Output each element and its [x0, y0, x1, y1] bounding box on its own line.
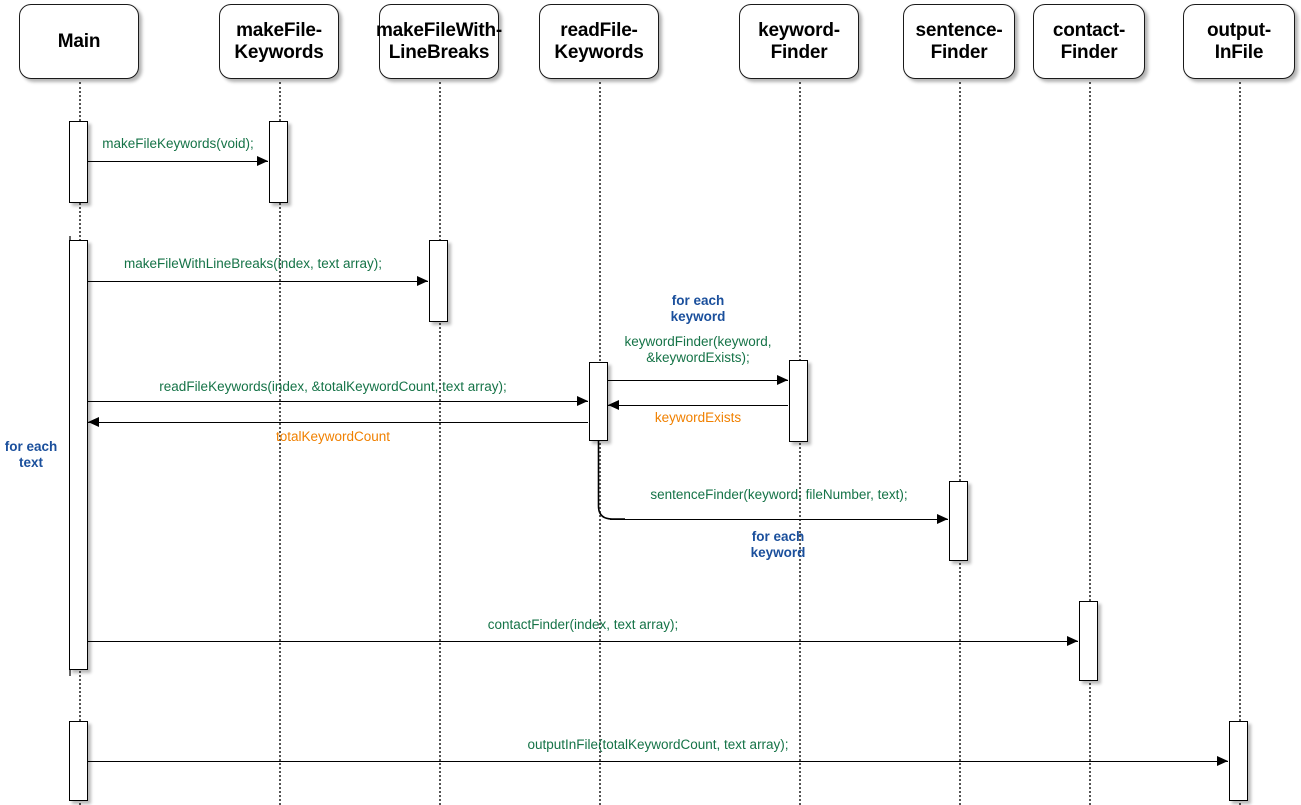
message-line-msg-outputInFile[interactable]	[88, 761, 1228, 762]
lifeline-makeFileKeywords	[279, 82, 281, 805]
message-label-msg-sentenceFinder: sentenceFinder(keyword, fileNumber, text…	[650, 487, 908, 502]
message-line-msg-sentenceFinder[interactable]	[610, 519, 948, 520]
arrow-head-msg-outputInFile	[1217, 755, 1228, 766]
message-line-msg-totalKeywordCount-return[interactable]	[88, 422, 588, 423]
loop-label-loop-for-each-keyword-2: for each keyword	[750, 529, 806, 561]
arrow-head-msg-sentenceFinder	[937, 513, 948, 524]
lifeline-makeFileWithLineBreaks	[439, 82, 441, 805]
message-label-msg-makeFileKeywords: makeFileKeywords(void);	[102, 136, 254, 151]
activation-bar-act-main-1[interactable]	[69, 121, 88, 203]
message-line-msg-makeFileWithLineBreaks[interactable]	[88, 281, 428, 282]
message-label-msg-totalKeywordCount-return: totalKeywordCount	[275, 429, 391, 444]
message-line-msg-makeFileKeywords[interactable]	[88, 161, 268, 162]
message-label-msg-contactFinder: contactFinder(index, text array);	[487, 617, 679, 632]
activation-bar-act-outputInFile[interactable]	[1229, 721, 1248, 801]
lifeline-readFileKeywords	[599, 82, 601, 805]
activation-bar-act-contactFinder[interactable]	[1079, 601, 1098, 681]
message-line-msg-keywordFinder-call[interactable]	[608, 380, 788, 381]
participant-contactFinder[interactable]: contact- Finder	[1033, 4, 1145, 79]
arrow-head-msg-totalKeywordCount-return	[88, 416, 99, 427]
activation-bar-act-sentenceFinder[interactable]	[949, 481, 968, 561]
arrow-head-msg-keywordFinder-call	[777, 374, 788, 385]
message-label-msg-keywordFinder-call: keywordFinder(keyword, &keywordExists);	[624, 334, 772, 366]
participant-outputInFile[interactable]: output- InFile	[1183, 4, 1295, 79]
participant-label: keyword- Finder	[758, 20, 840, 63]
participant-makeFileKeywords[interactable]: makeFile- Keywords	[219, 4, 339, 79]
readfilekeywords-to-sentencefinder-connector	[597, 436, 625, 520]
message-label-msg-makeFileWithLineBreaks: makeFileWithLineBreaks(index, text array…	[123, 256, 383, 271]
participant-main[interactable]: Main	[19, 4, 139, 79]
message-line-msg-contactFinder[interactable]	[88, 641, 1078, 642]
message-line-msg-readFileKeywords-call[interactable]	[88, 401, 588, 402]
participant-sentenceFinder[interactable]: sentence- Finder	[903, 4, 1015, 79]
message-label-msg-outputInFile: outputInFile(totalKeywordCount, text arr…	[527, 737, 789, 752]
arrow-head-msg-keywordExists-return	[608, 399, 619, 410]
participant-label: sentence- Finder	[915, 20, 1003, 63]
activation-bar-act-makeFileLineBreaks[interactable]	[429, 240, 448, 322]
message-label-msg-keywordExists-return: keywordExists	[654, 410, 742, 425]
activation-bar-act-readFileKeywords[interactable]	[589, 362, 608, 441]
loop-label-loop-for-each-keyword-1: for each keyword	[670, 293, 726, 325]
participant-label: output- InFile	[1206, 20, 1271, 63]
participant-label: readFile- Keywords	[554, 20, 644, 63]
lifeline-contactFinder	[1089, 82, 1091, 805]
lifeline-keywordFinder	[799, 82, 801, 805]
participant-label: contact- Finder	[1052, 20, 1126, 63]
activation-bar-act-keywordFinder[interactable]	[789, 360, 808, 442]
participant-readFileKeywords[interactable]: readFile- Keywords	[539, 4, 659, 79]
message-label-msg-readFileKeywords-call: readFileKeywords(index, &totalKeywordCou…	[159, 379, 507, 394]
loop-label-loop-for-each-text: for each text	[4, 439, 58, 471]
activation-bar-act-main-2[interactable]	[69, 240, 88, 670]
participant-makeFileWithLineBreaks[interactable]: makeFileWith- LineBreaks	[376, 4, 502, 79]
arrow-head-msg-makeFileKeywords	[257, 155, 268, 166]
activation-bar-act-main-3[interactable]	[69, 721, 88, 801]
arrow-head-msg-readFileKeywords-call	[577, 395, 588, 406]
participant-keywordFinder[interactable]: keyword- Finder	[739, 4, 859, 79]
lifeline-sentenceFinder	[959, 82, 961, 805]
participant-label: Main	[57, 30, 101, 52]
activation-bar-act-makeFileKeywords[interactable]	[269, 121, 288, 203]
participant-label: makeFile- Keywords	[234, 20, 324, 63]
participant-label: makeFileWith- LineBreaks	[375, 20, 503, 63]
arrow-head-msg-makeFileWithLineBreaks	[417, 275, 428, 286]
arrow-head-msg-contactFinder	[1067, 635, 1078, 646]
message-line-msg-keywordExists-return[interactable]	[608, 405, 788, 406]
lifeline-outputInFile	[1239, 82, 1241, 805]
